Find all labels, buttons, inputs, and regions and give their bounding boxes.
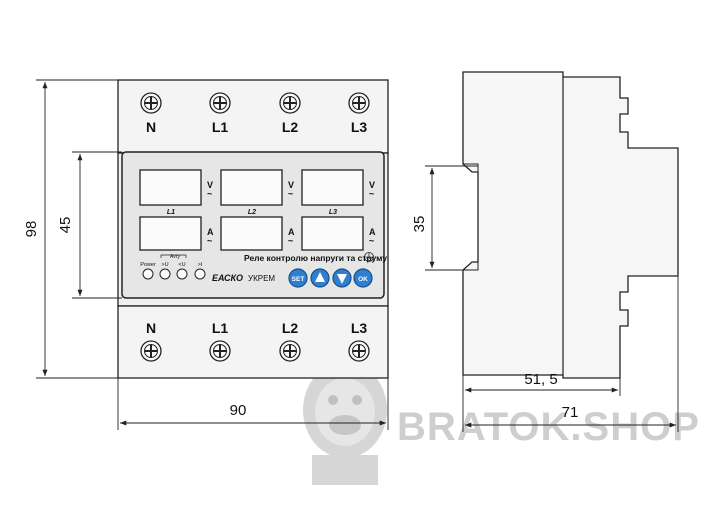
- label-undervoltage: <U: [178, 262, 185, 268]
- terminal-label-top-l1: L1: [212, 119, 229, 135]
- tilde-v-l3: ~: [369, 189, 374, 199]
- side-profile: [462, 71, 679, 379]
- watermark-text: BRATOK.SHOP: [397, 405, 700, 449]
- terminal-label-top-l3: L3: [351, 119, 368, 135]
- label-indicator-group: Avry: [170, 254, 180, 260]
- top-terminal-block: [117, 79, 389, 154]
- screw-icon: [209, 92, 231, 114]
- screw-icon: [279, 92, 301, 114]
- tilde-a-l3: ~: [369, 236, 374, 246]
- label-overvoltage: >U: [161, 262, 168, 268]
- voltage-display-l1: [139, 169, 202, 206]
- voltage-display-l3: [301, 169, 364, 206]
- dim-depth-front: 51, 5: [524, 371, 557, 388]
- current-display-l1: [139, 216, 202, 251]
- unit-a-l2: A: [288, 227, 295, 237]
- tilde-a-l2: ~: [288, 236, 293, 246]
- terminal-label-top-l2: L2: [282, 119, 299, 135]
- terminal-label-bottom-n: N: [146, 320, 156, 336]
- brand-logo: ЕАСКО УКРЕМ: [212, 273, 275, 283]
- label-power: Power: [140, 262, 156, 268]
- dim-depth-total: 71: [562, 404, 579, 421]
- unit-a-l3: A: [369, 227, 376, 237]
- svg-text:SET: SET: [292, 276, 305, 283]
- voltage-display-l2: [220, 169, 283, 206]
- unit-v-l1: V: [207, 180, 213, 190]
- ground-icon: [364, 252, 374, 262]
- dim-rail-height: 35: [411, 216, 428, 233]
- current-display-l3: [301, 216, 364, 251]
- tilde-v-l2: ~: [288, 189, 293, 199]
- dimension-lines-front: [36, 79, 389, 430]
- led-power: [142, 268, 154, 280]
- dim-width: 90: [230, 402, 247, 419]
- watermark: BRATOK.SHOP: [303, 362, 700, 485]
- dim-panel-height: 45: [57, 217, 74, 234]
- led-overcurrent: [194, 268, 206, 280]
- screw-icon: [279, 340, 301, 362]
- device-title: Реле контролю напруги та струму: [244, 253, 387, 263]
- led-overvoltage: [159, 268, 171, 280]
- front-view: [117, 79, 389, 379]
- brand-suffix: УКРЕМ: [248, 274, 275, 283]
- screw-icon: [348, 340, 370, 362]
- din-clip: [463, 163, 479, 271]
- current-display-l2: [220, 216, 283, 251]
- side-view: [462, 71, 679, 379]
- tilde-v-l1: ~: [207, 189, 212, 199]
- terminal-label-bottom-l2: L2: [282, 320, 299, 336]
- screw-icon: [348, 92, 370, 114]
- unit-v-l3: V: [369, 180, 375, 190]
- screw-icon: [140, 92, 162, 114]
- dim-total-height: 98: [23, 221, 40, 238]
- terminal-label-top-n: N: [146, 119, 156, 135]
- terminal-label-bottom-l1: L1: [212, 320, 229, 336]
- ok-button[interactable]: OK: [353, 268, 373, 288]
- brand-text: ЕАСКО: [212, 273, 243, 283]
- label-overcurrent: >I: [198, 262, 203, 268]
- down-button[interactable]: [332, 268, 352, 288]
- phase-label-l2: L2: [248, 209, 256, 216]
- unit-v-l2: V: [288, 180, 294, 190]
- indicator-labels: Power >U <U >I Avry: [140, 254, 203, 268]
- arrow-up-icon: [315, 272, 325, 282]
- screw-icon: [209, 340, 231, 362]
- dimension-lines-side: [425, 165, 679, 432]
- phase-label-l1: L1: [167, 209, 175, 216]
- tilde-a-l1: ~: [207, 236, 212, 246]
- gorilla-logo-icon: [303, 362, 387, 485]
- unit-a-l1: A: [207, 227, 214, 237]
- terminal-label-bottom-l3: L3: [351, 320, 368, 336]
- led-undervoltage: [176, 268, 188, 280]
- up-button[interactable]: [310, 268, 330, 288]
- phase-label-l3: L3: [329, 209, 337, 216]
- set-button[interactable]: SET: [288, 268, 308, 288]
- screw-icon: [140, 340, 162, 362]
- bottom-terminal-block: [117, 305, 389, 379]
- svg-text:OK: OK: [358, 276, 368, 283]
- front-view-labels: N L1 L2 L3 N L1 L2 L3 V ~ V ~ V ~ A ~ A …: [146, 119, 387, 336]
- arrow-down-icon: [337, 274, 347, 284]
